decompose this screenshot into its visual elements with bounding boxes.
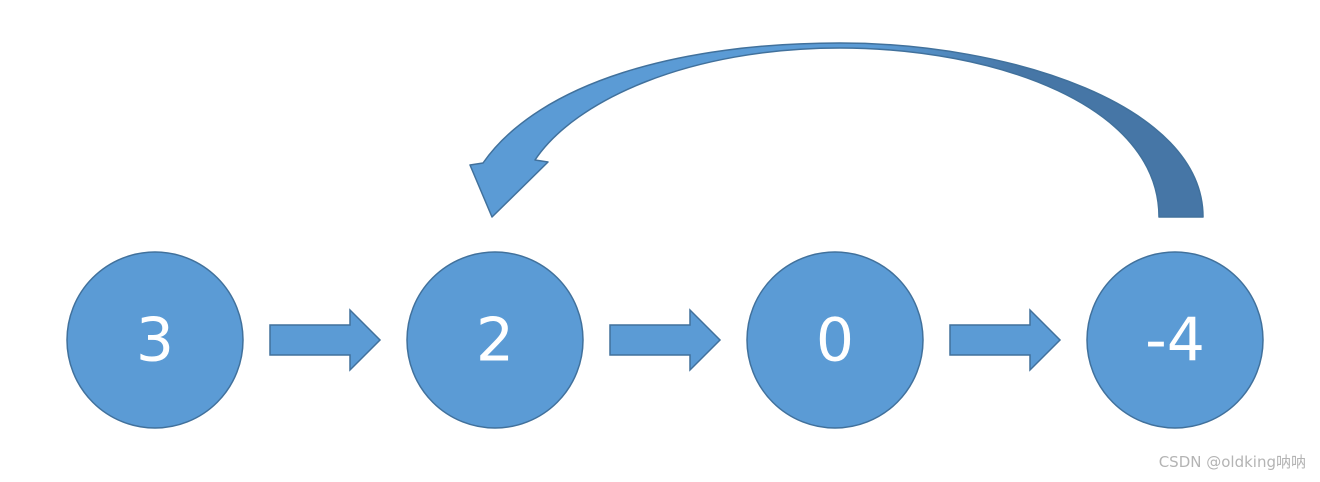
next-arrow-3: [949, 308, 1062, 372]
cycle-arrow-body: [469, 42, 1204, 218]
next-arrow-1: [269, 308, 382, 372]
watermark: CSDN @oldking呐呐: [1158, 453, 1306, 471]
arrow-shape: [269, 308, 382, 372]
node-2: 2: [406, 251, 584, 429]
next-arrow-2: [609, 308, 722, 372]
arrow-shape: [609, 308, 722, 372]
node-1: 3: [66, 251, 244, 429]
cycle-arrow: [469, 42, 1204, 218]
node-label: -4: [1145, 306, 1205, 376]
node-circle: [66, 251, 244, 429]
node-label: 3: [136, 306, 174, 376]
node-circle: [406, 251, 584, 429]
node-4: -4: [1086, 251, 1264, 429]
node-label: 2: [476, 306, 514, 376]
node-circle: [1086, 251, 1264, 429]
node-3: 0: [746, 251, 924, 429]
node-label: 0: [816, 306, 854, 376]
node-circle: [746, 251, 924, 429]
arrow-shape: [949, 308, 1062, 372]
